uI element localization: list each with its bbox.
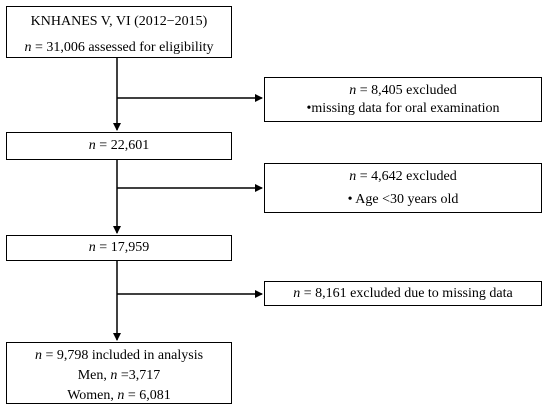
exclusion-box-2: n = 4,642 excluded • Age <30 years old <box>264 163 542 213</box>
step-count-3: n = 17,959 <box>88 240 150 255</box>
analysis-count: n = 9,798 included in analysis <box>34 348 204 363</box>
men-count: Men, n =3,717 <box>77 368 161 383</box>
step-count-2: n = 22,601 <box>88 138 150 153</box>
exclusion-count-3: n = 8,161 excluded due to missing data <box>293 286 513 301</box>
step-box-2: n = 22,601 <box>6 132 232 160</box>
exclusion-reason-1: •missing data for oral examination <box>306 101 500 116</box>
exclusion-reason-2: • Age <30 years old <box>347 192 459 207</box>
eligibility-box: KNHANES V, VI (2012−2015) n = 31,006 ass… <box>6 6 232 58</box>
exclusion-box-3: n = 8,161 excluded due to missing data <box>264 281 542 306</box>
eligibility-count: n = 31,006 assessed for eligibility <box>24 40 214 55</box>
source-title: KNHANES V, VI (2012−2015) <box>30 14 208 29</box>
women-count: Women, n = 6,081 <box>67 388 171 403</box>
step-box-3: n = 17,959 <box>6 235 232 261</box>
analysis-box: n = 9,798 included in analysis Men, n =3… <box>6 342 232 404</box>
exclusion-count-2: n = 4,642 excluded <box>349 169 457 184</box>
exclusion-box-1: n = 8,405 excluded •missing data for ora… <box>264 77 542 122</box>
exclusion-count-1: n = 8,405 excluded <box>349 83 457 98</box>
